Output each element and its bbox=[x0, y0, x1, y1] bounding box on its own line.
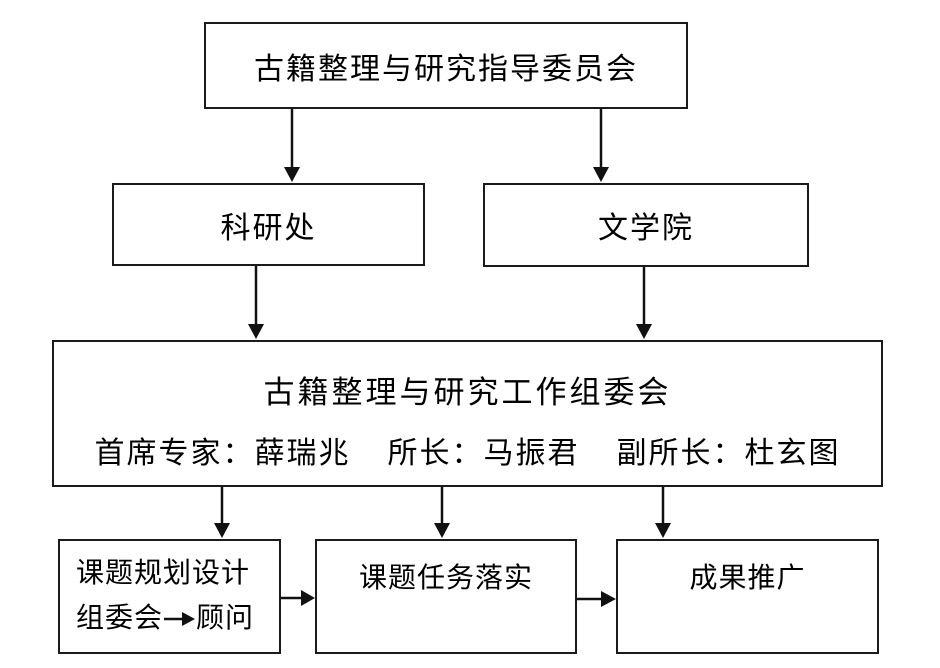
node-planning-committee: 课题规划设计 组委会 顾问 bbox=[58, 539, 281, 654]
result-promotion-label: 成果推广 bbox=[689, 563, 806, 594]
roster-chief-expert: 首席专家：薛瑞兆 bbox=[94, 437, 351, 470]
guidance-committee-label: 古籍整理与研究指导委员会 bbox=[254, 52, 638, 86]
roster-deputy-director: 副所长：杜玄图 bbox=[616, 437, 841, 470]
research-office-label: 科研处 bbox=[220, 211, 317, 245]
task-implementation-label: 课题任务落实 bbox=[358, 563, 533, 594]
arrow-committee-to-task bbox=[434, 487, 450, 538]
rightwards-arrow-icon bbox=[164, 611, 196, 626]
node-task-implementation: 课题任务落实 bbox=[315, 539, 577, 654]
arrow-committee-to-result bbox=[655, 487, 671, 538]
working-committee-title: 古籍整理与研究工作组委会 bbox=[263, 375, 672, 410]
arrow-planning-to-task bbox=[281, 590, 315, 606]
arrow-committee-to-planning bbox=[214, 487, 230, 538]
arrow-literature-college-to-working-committee bbox=[636, 267, 652, 339]
planning-line1: 课题规划设计 bbox=[76, 558, 251, 589]
arrow-guidance-to-literature-college bbox=[593, 109, 609, 182]
roster-director: 所长：马振君 bbox=[387, 437, 580, 470]
working-committee-roster: 首席专家：薛瑞兆 所长：马振君 副所长：杜玄图 bbox=[95, 428, 841, 472]
node-result-promotion: 成果推广 bbox=[616, 539, 879, 654]
node-research-office: 科研处 bbox=[112, 183, 425, 266]
node-guidance-committee: 古籍整理与研究指导委员会 bbox=[204, 22, 688, 109]
planning-line2: 组委会 顾问 bbox=[76, 596, 254, 641]
arrow-guidance-to-research-office bbox=[284, 109, 300, 182]
node-working-committee: 古籍整理与研究工作组委会 首席专家：薛瑞兆 所长：马振君 副所长：杜玄图 bbox=[52, 340, 883, 487]
planning-line2-right: 顾问 bbox=[196, 603, 255, 634]
planning-line2-left: 组委会 bbox=[76, 603, 164, 634]
node-literature-college: 文学院 bbox=[483, 183, 809, 267]
arrow-task-to-result bbox=[577, 591, 616, 607]
arrow-research-office-to-working-committee bbox=[248, 266, 264, 339]
literature-college-label: 文学院 bbox=[598, 212, 694, 245]
